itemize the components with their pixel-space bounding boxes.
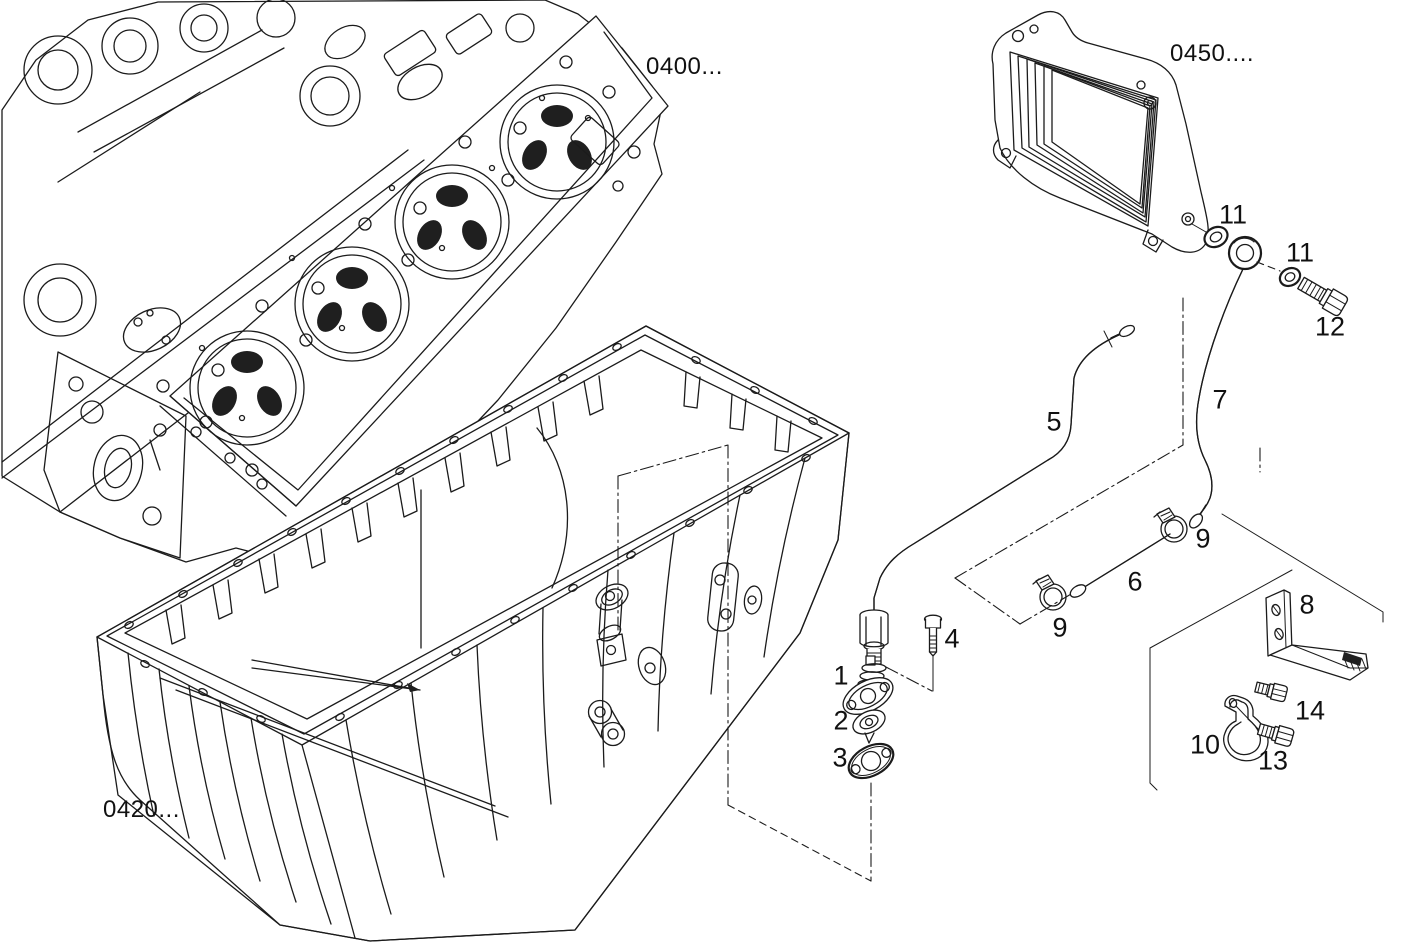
- part-callout-9: 9: [1195, 523, 1211, 554]
- support-bracket-8: [1265, 589, 1369, 681]
- part-callout-6: 6: [1127, 566, 1143, 597]
- section-label-breather-cover: 0450....: [1170, 40, 1255, 67]
- banjo-bolt-12: [1297, 276, 1349, 317]
- part-callout-7: 7: [1212, 384, 1228, 415]
- section-label-engine-block: 0400...: [646, 53, 723, 80]
- sump-interior-detail: [159, 427, 667, 818]
- bolt-4: [923, 614, 943, 657]
- part-callout-10: 10: [1189, 729, 1221, 760]
- valve-disc-2: [852, 709, 886, 744]
- pipe-clip-10: [1223, 694, 1269, 762]
- construction-lines: [617, 297, 1384, 882]
- gasket-3: [847, 742, 895, 780]
- hose-clamp-9-lower: [1032, 574, 1067, 611]
- breather-valve-assembly-1: [842, 655, 894, 715]
- sump-side-pads: [587, 562, 763, 747]
- sump-outer-wall-ribs: [127, 457, 806, 925]
- part-callout-2: 2: [833, 705, 849, 736]
- part-callout-1: 1: [833, 660, 849, 691]
- part-callout-13: 13: [1257, 745, 1289, 776]
- part-callout-3: 3: [832, 742, 848, 773]
- breather-cover-drawing: [991, 10, 1209, 253]
- oil-sump-drawing: [96, 325, 850, 942]
- part-callout-4: 4: [944, 623, 960, 654]
- section-label-oil-sump: 0420...: [103, 796, 180, 823]
- hose-clamp-9-upper: [1153, 507, 1188, 543]
- part-callout-11: 11: [1285, 237, 1315, 268]
- sump-inner-wall-ribs: [165, 371, 792, 645]
- cylinder-bores: [189, 84, 615, 446]
- part-callout-9: 9: [1052, 612, 1068, 643]
- part-callout-11: 11: [1218, 199, 1248, 230]
- engine-block-drawing: [1, 0, 669, 565]
- bolt-13: [1256, 723, 1295, 747]
- sealing-washer-11-right: [1278, 266, 1302, 288]
- bolt-14: [1254, 681, 1288, 703]
- hose-6: [1069, 533, 1171, 598]
- part-callout-14: 14: [1294, 695, 1326, 726]
- sump-drain-boss: [595, 583, 629, 667]
- part-callout-8: 8: [1299, 589, 1315, 620]
- return-pipe-7: [1188, 235, 1281, 529]
- part-callout-5: 5: [1046, 406, 1062, 437]
- sealing-washer-11-left: [1203, 225, 1229, 249]
- part-callout-12: 12: [1314, 311, 1346, 342]
